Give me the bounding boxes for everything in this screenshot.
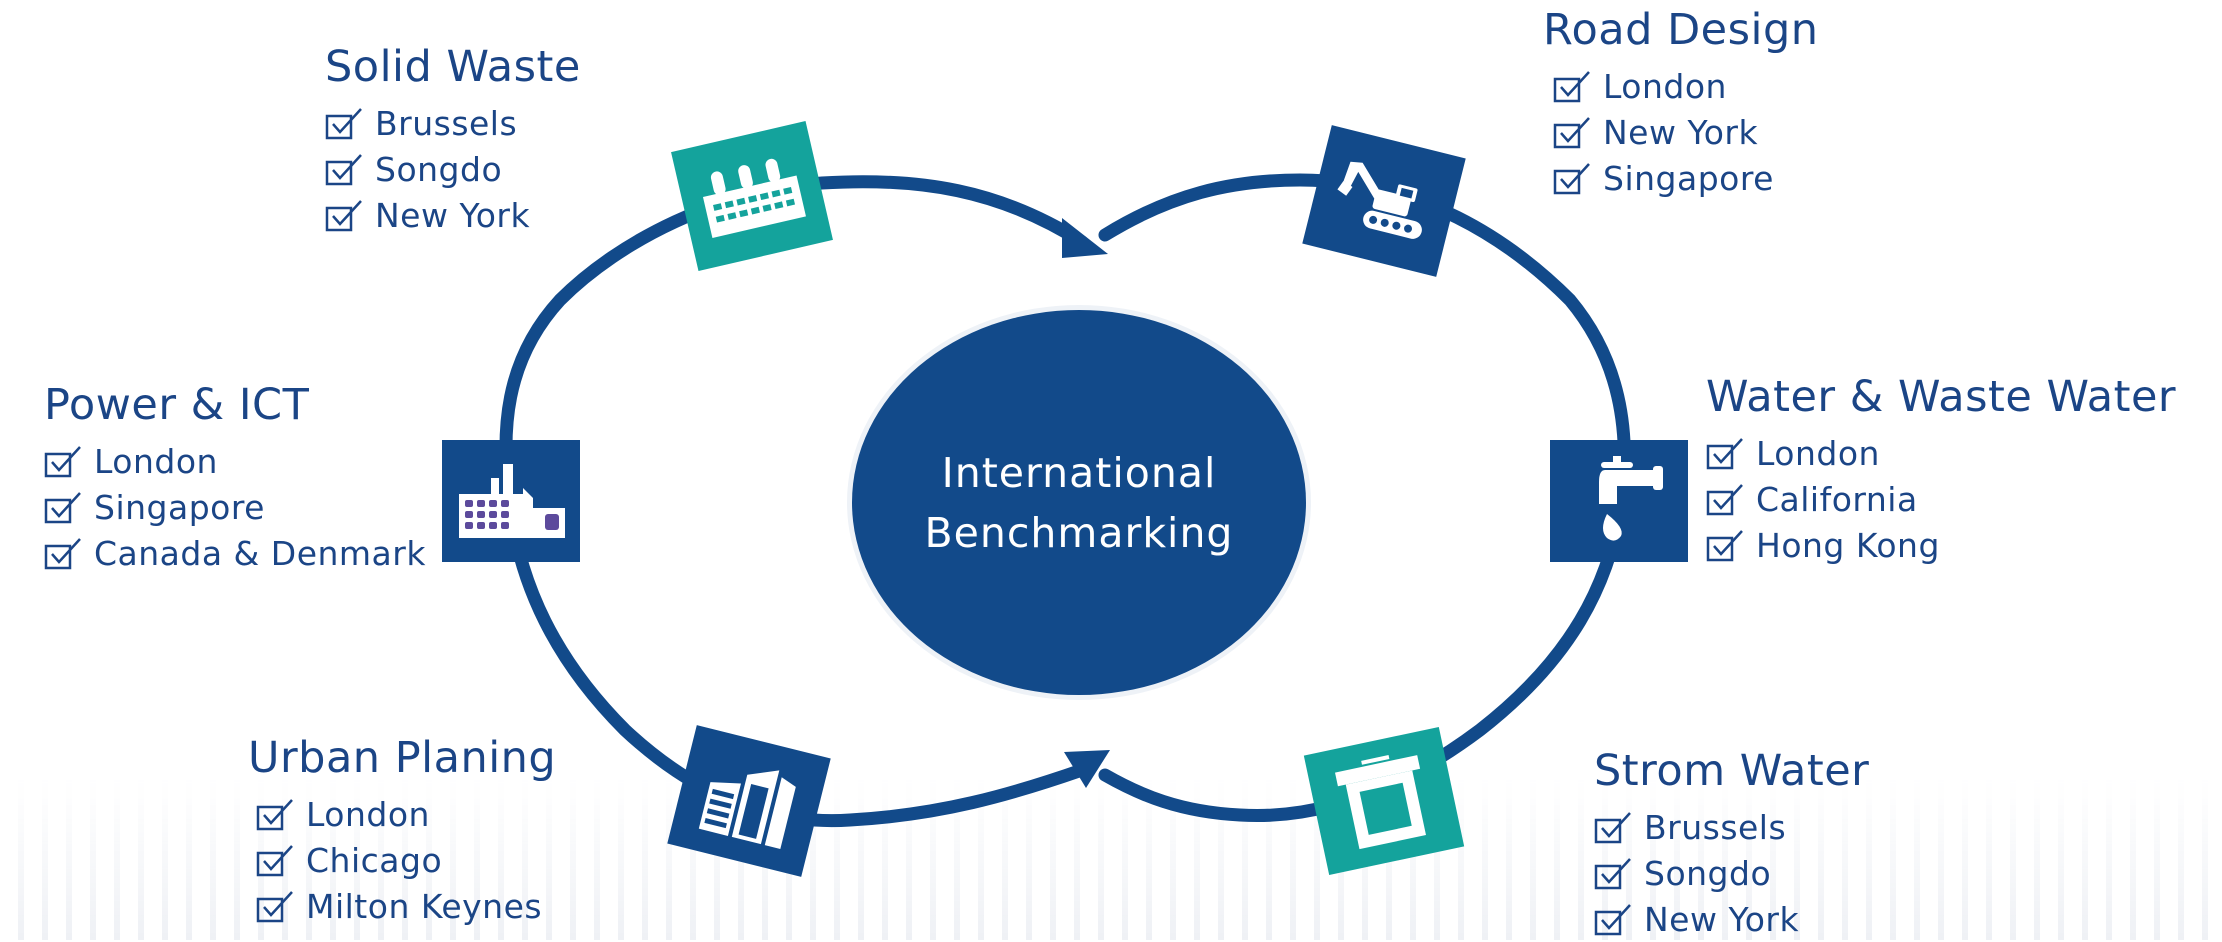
tile-road-design <box>1302 125 1466 277</box>
group-solid-waste: Solid Waste Brussels Songdo New York <box>325 42 581 238</box>
list-item: Canada & Denmark <box>44 530 426 576</box>
group-title: Solid Waste <box>325 42 581 92</box>
checkbox-icon <box>1553 70 1591 103</box>
arrow-top <box>1062 218 1108 258</box>
list-item: Singapore <box>1553 155 1819 201</box>
group-urban: Urban Planing London Chicago Milton Keyn… <box>248 733 556 929</box>
checkbox-icon <box>1594 811 1632 844</box>
item-label: Brussels <box>375 103 518 143</box>
factory-chimneys-icon <box>702 158 806 238</box>
list-item: New York <box>325 192 581 238</box>
item-label: Canada & Denmark <box>94 533 426 573</box>
item-label: New York <box>1603 112 1759 152</box>
center-label-line2: Benchmarking <box>924 508 1234 557</box>
list-item: Brussels <box>325 100 581 146</box>
buildings-icon <box>698 770 796 850</box>
center-label-line1: International <box>941 448 1217 497</box>
list-item: London <box>256 791 556 837</box>
group-road-design: Road Design London New York Singapore <box>1543 5 1819 201</box>
item-label: Songdo <box>1644 853 1772 893</box>
item-label: London <box>306 794 430 834</box>
item-label: Hong Kong <box>1756 525 1940 565</box>
checkbox-icon <box>325 153 363 186</box>
checkbox-icon <box>44 537 82 570</box>
list-item: California <box>1706 476 2176 522</box>
group-power-ict: Power & ICT London Singapore Canada & De… <box>44 380 426 576</box>
item-label: Songdo <box>375 149 503 189</box>
background-stripes <box>0 780 2222 940</box>
checkbox-icon <box>325 199 363 232</box>
item-label: London <box>94 441 218 481</box>
item-label: Singapore <box>1603 158 1774 198</box>
group-storm: Strom Water Brussels Songdo New York <box>1594 746 1869 942</box>
list-item: London <box>1553 63 1819 109</box>
checkbox-icon <box>256 890 294 923</box>
checkbox-icon <box>44 445 82 478</box>
list-item: Milton Keynes <box>256 883 556 929</box>
tile-power-ict <box>442 440 580 562</box>
group-title: Water & Waste Water <box>1706 372 2177 422</box>
checkbox-icon <box>1706 437 1744 470</box>
item-label: New York <box>1644 899 1800 939</box>
item-label: Chicago <box>306 840 443 880</box>
checkbox-icon <box>1553 162 1591 195</box>
faucet-icon <box>1599 456 1663 541</box>
list-item: Songdo <box>1594 850 1869 896</box>
group-water: Water & Waste Water London California Ho… <box>1706 372 2176 568</box>
item-label: Milton Keynes <box>306 886 543 926</box>
arrow-bottom <box>1064 750 1110 788</box>
list-item: London <box>44 438 426 484</box>
list-item: Songdo <box>325 146 581 192</box>
item-label: California <box>1756 479 1918 519</box>
checkbox-icon <box>1553 116 1591 149</box>
center-label: International Benchmarking <box>909 443 1249 563</box>
excavator-icon <box>1337 161 1422 239</box>
item-label: New York <box>375 195 531 235</box>
item-label: Singapore <box>94 487 265 527</box>
checkbox-icon <box>44 491 82 524</box>
list-item: New York <box>1553 109 1819 155</box>
power-plant-icon <box>459 464 565 538</box>
list-item: London <box>1706 430 2176 476</box>
group-title: Strom Water <box>1594 746 1870 796</box>
checkbox-icon <box>1594 857 1632 890</box>
tile-storm <box>1303 726 1465 876</box>
checkbox-icon <box>1706 483 1744 516</box>
list-item: Brussels <box>1594 804 1869 850</box>
item-label: Brussels <box>1644 807 1787 847</box>
item-label: London <box>1756 433 1880 473</box>
group-title: Urban Planing <box>248 733 557 783</box>
checkbox-icon <box>256 844 294 877</box>
list-item: New York <box>1594 896 1869 942</box>
tile-solid-waste <box>671 121 833 271</box>
item-label: London <box>1603 66 1727 106</box>
tile-urban <box>667 725 831 877</box>
water-tank-icon <box>1335 755 1426 850</box>
checkbox-icon <box>256 798 294 831</box>
list-item: Singapore <box>44 484 426 530</box>
checkbox-icon <box>1706 529 1744 562</box>
group-title: Road Design <box>1543 5 1819 55</box>
checkbox-icon <box>1594 903 1632 936</box>
group-title: Power & ICT <box>44 380 310 430</box>
checkbox-icon <box>325 107 363 140</box>
list-item: Hong Kong <box>1706 522 2176 568</box>
list-item: Chicago <box>256 837 556 883</box>
center-circle: International Benchmarking <box>852 310 1306 695</box>
tile-water <box>1550 440 1688 562</box>
